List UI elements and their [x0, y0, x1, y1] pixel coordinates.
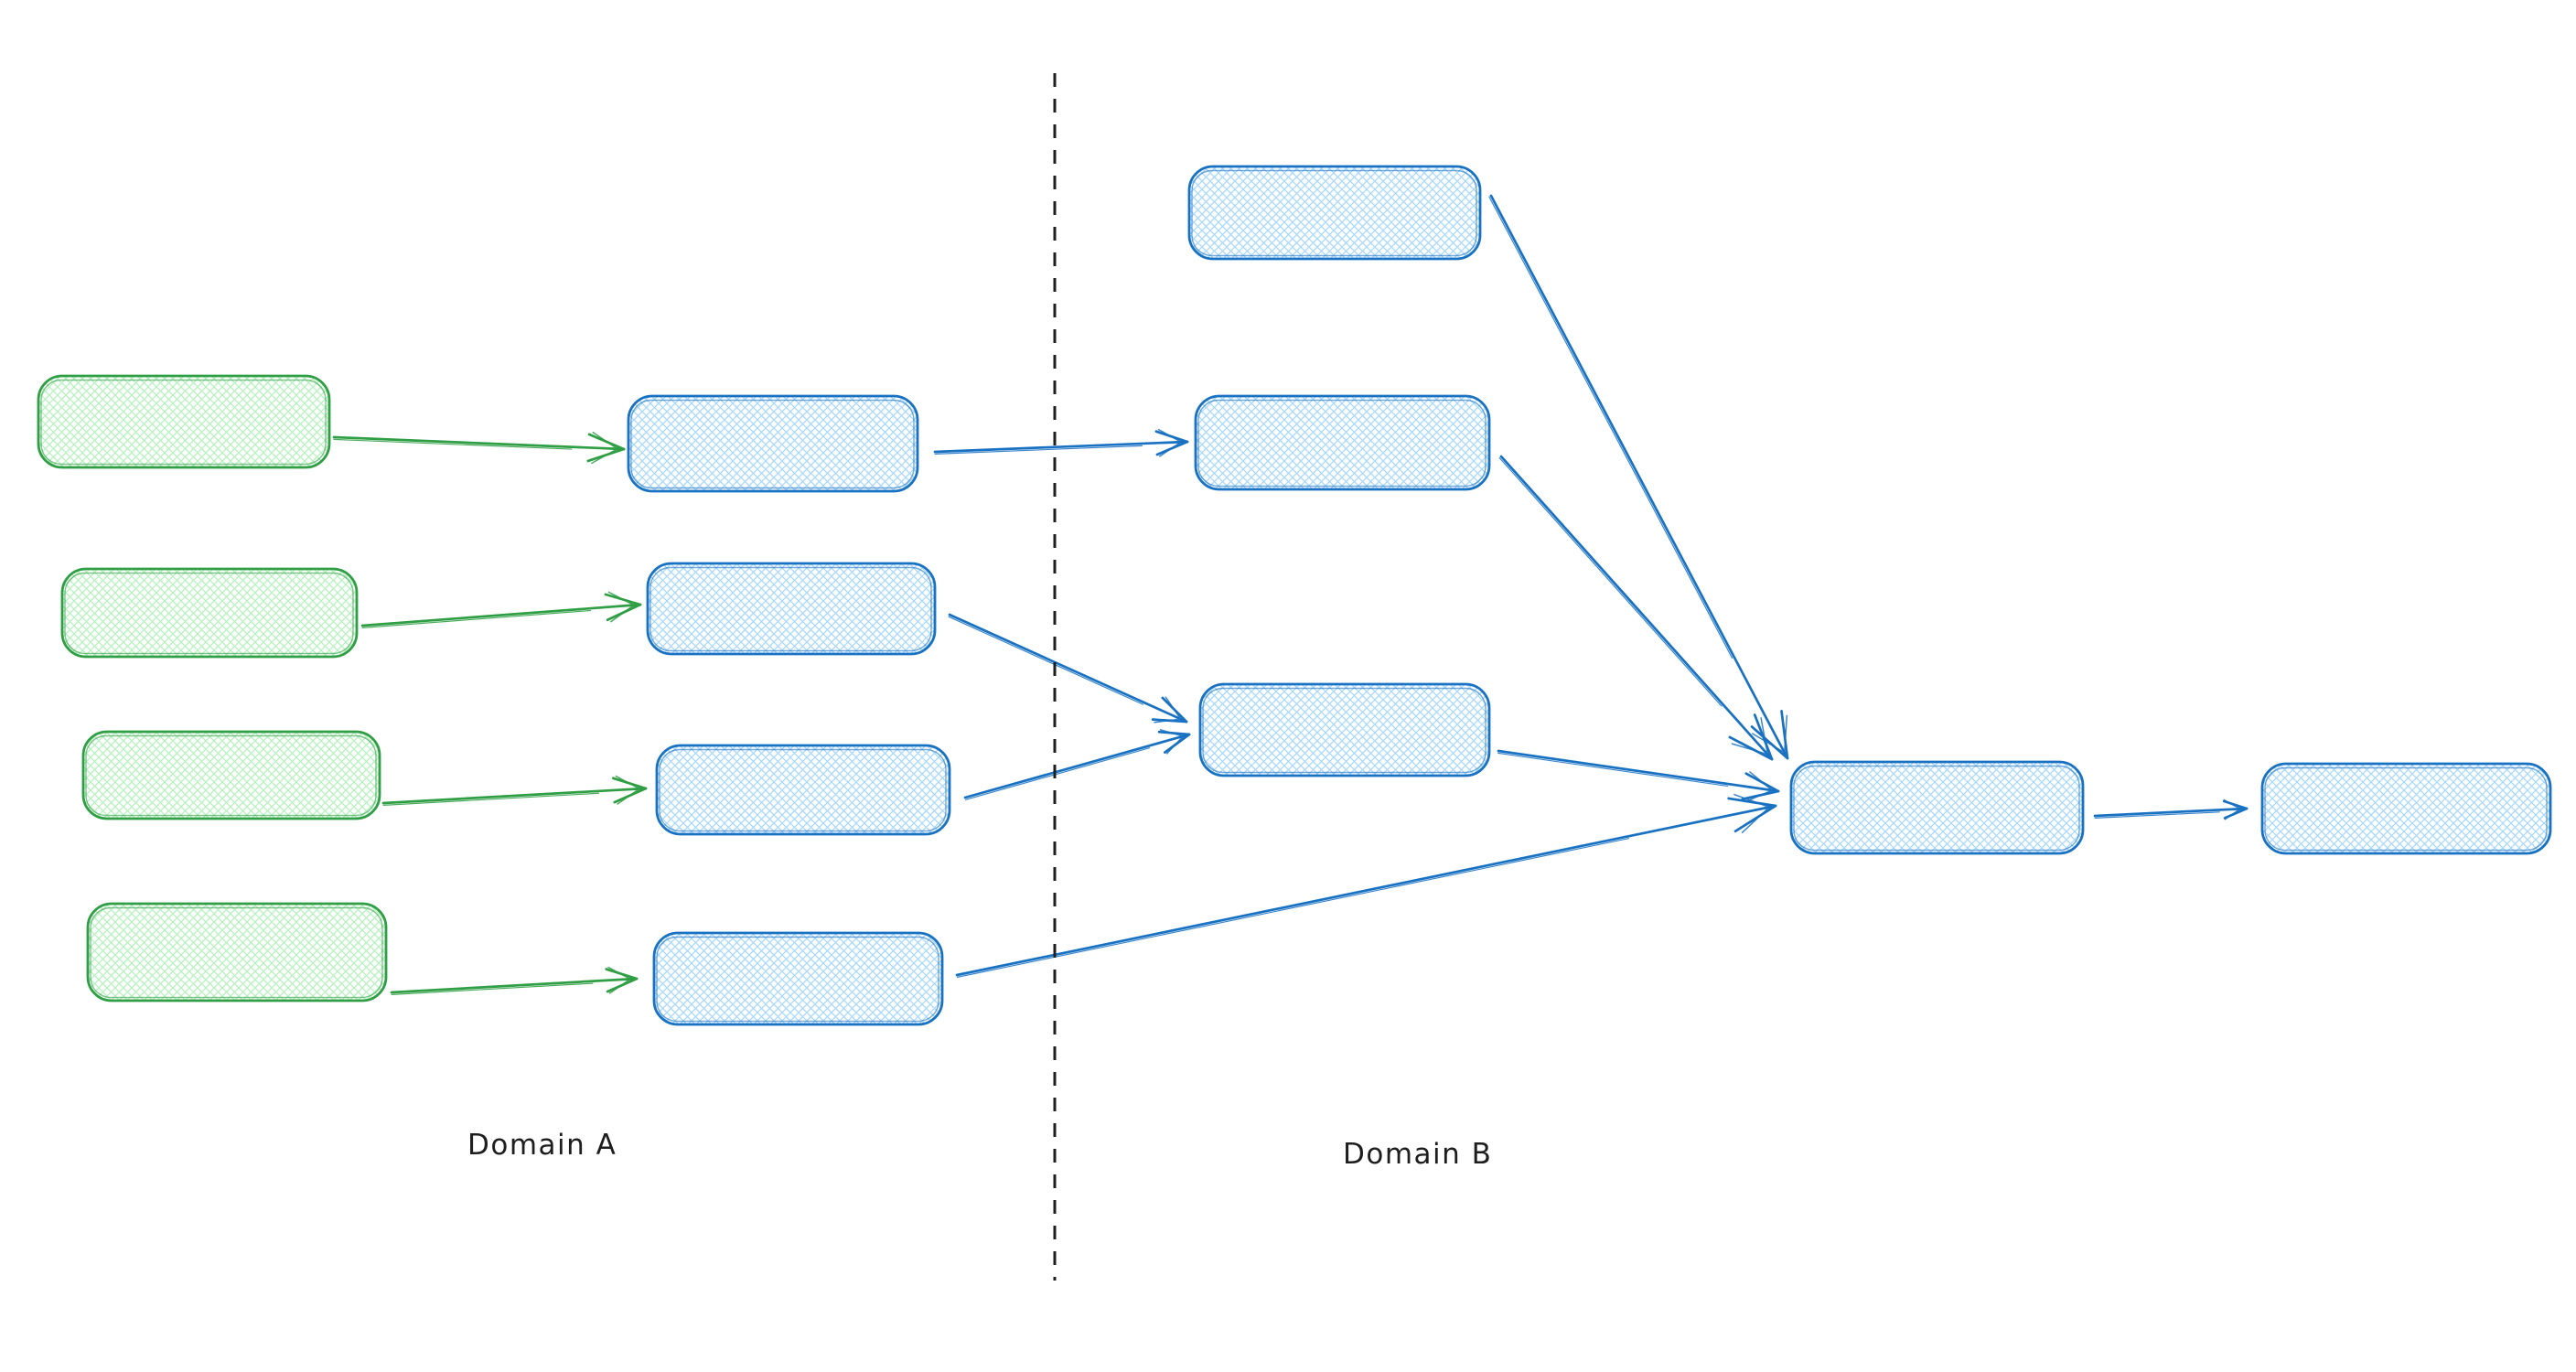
domain-b-label: Domain B: [1343, 1138, 1492, 1171]
edge-source3-to-stage3: [381, 775, 648, 806]
node-domain-b-input-2: [1194, 394, 1491, 491]
nodes-layer: [37, 165, 2552, 1026]
node-domain-a-source-1: [37, 374, 331, 469]
edge-merge-to-hub: [1497, 749, 1780, 803]
node-domain-a-stage-3: [655, 744, 951, 836]
edge-source2-to-stage2: [360, 591, 642, 628]
node-domain-a-source-4: [86, 902, 388, 1002]
node-domain-b-input-1: [1187, 165, 1482, 261]
edge-hub-to-output: [2093, 799, 2249, 820]
edge-stage2-to-merge: [948, 613, 1188, 724]
edge-stage4-to-hub: [955, 793, 1777, 978]
edge-source1-to-stage1: [332, 432, 626, 465]
domain-a-label: Domain A: [467, 1129, 617, 1162]
node-domain-b-hub: [1789, 760, 2085, 855]
edges-layer: [332, 194, 2249, 995]
edge-input2-to-hub: [1498, 455, 1774, 761]
edge-stage3-to-merge: [963, 729, 1191, 800]
node-domain-a-source-3: [81, 730, 381, 820]
node-domain-a-source-2: [60, 567, 359, 659]
edge-source4-to-stage4: [390, 966, 639, 995]
node-domain-b-output: [2260, 762, 2552, 855]
node-domain-a-stage-1: [627, 394, 919, 493]
edge-input1-to-hub: [1488, 194, 1789, 760]
node-domain-b-merge: [1198, 682, 1491, 777]
edge-stage1-to-input2: [933, 428, 1189, 457]
node-domain-a-stage-4: [652, 931, 944, 1026]
node-domain-a-stage-2: [646, 562, 937, 656]
